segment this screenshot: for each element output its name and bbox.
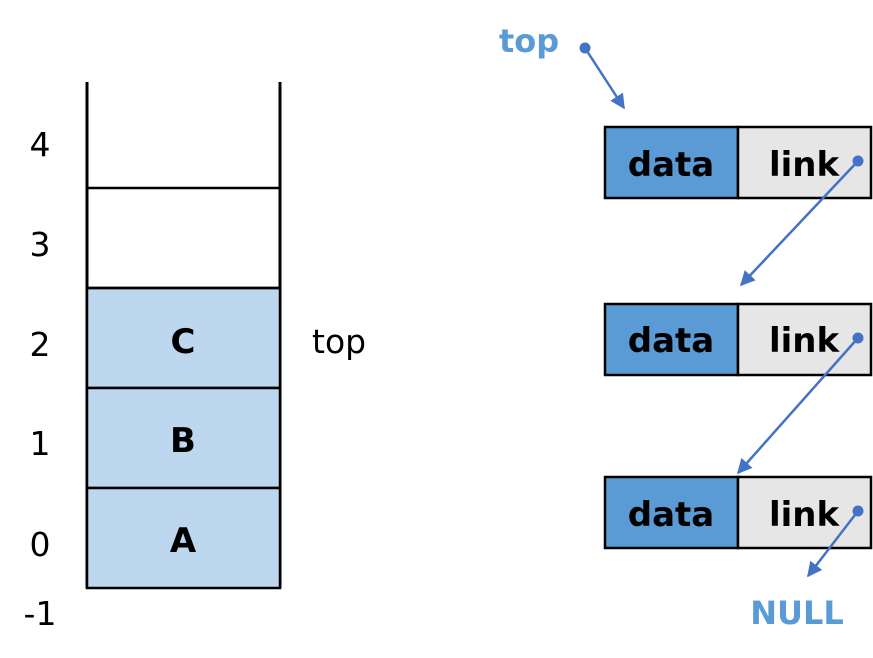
node-1-link-arrow [739, 160, 859, 287]
node-2-link-arrow [737, 337, 859, 475]
node-3-data-label: data [628, 495, 714, 535]
node-3-link-field [736, 475, 873, 550]
node-1-link-label: link [769, 145, 841, 185]
stack-cell-value-0: A [170, 521, 197, 561]
node-1: data link [603, 125, 873, 200]
node-3: data link [603, 475, 873, 550]
node-1-data-label: data [628, 145, 714, 185]
linked-stack: top data link data link data link [499, 22, 873, 632]
node-2-link-label: link [769, 321, 841, 361]
null-label: NULL [750, 594, 844, 632]
index-label-4: 4 [30, 125, 51, 164]
node-2: data link [603, 302, 873, 377]
array-top-label: top [312, 322, 366, 361]
node-2-data-label: data [628, 321, 714, 361]
node-3-link-arrow [807, 510, 859, 578]
stack-cell-0 [85, 486, 282, 590]
linked-top-label: top [499, 22, 559, 60]
stack-cell-value-1: B [170, 421, 196, 461]
stack-cell-2 [85, 286, 282, 390]
index-label-1: 1 [30, 424, 51, 463]
index-label-2: 2 [30, 325, 51, 364]
node-1-link-field [736, 125, 873, 200]
stack-cell-value-2: C [171, 322, 196, 362]
stack-cell-1 [85, 386, 282, 490]
top-pointer-arrow [583, 47, 626, 110]
node-1-data-field [603, 125, 740, 200]
index-label-minus-1: -1 [24, 594, 57, 633]
array-stack: 4 3 2 1 0 -1 C B A top [24, 82, 366, 633]
node-3-link-label: link [769, 495, 841, 535]
node-2-link-field [736, 302, 873, 377]
index-label-3: 3 [30, 225, 51, 264]
index-label-0: 0 [30, 525, 51, 564]
